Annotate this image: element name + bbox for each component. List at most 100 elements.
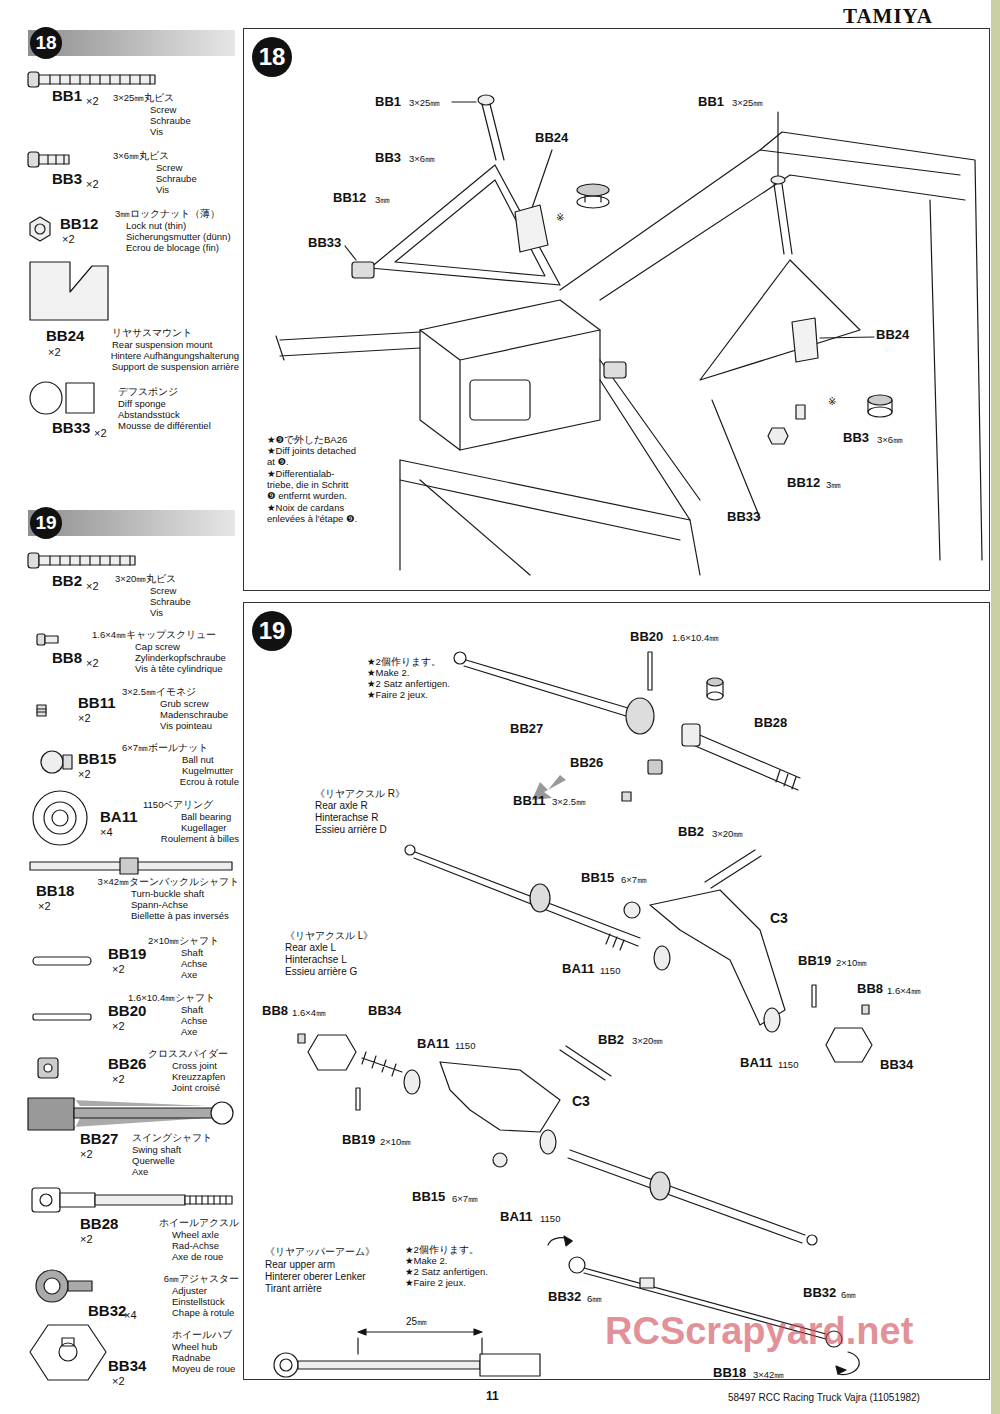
drawing-path <box>452 101 476 102</box>
drawing-rect <box>120 858 138 874</box>
part-code: BB28 <box>754 716 787 731</box>
part-code: BB20 <box>630 630 663 645</box>
drawing-rect <box>74 1108 214 1118</box>
drawing-path <box>37 709 46 712</box>
drawing-polygon <box>440 1062 560 1132</box>
part-note: Kugelmutter <box>182 766 233 777</box>
part-code: BB15 <box>78 751 116 768</box>
part-note: Radnabe <box>172 1353 211 1364</box>
part-note: Rear suspension mount <box>112 340 212 351</box>
drawing-path <box>420 330 600 450</box>
drawing-polygon <box>308 1035 356 1070</box>
drawing-ellipse <box>577 184 609 196</box>
drawing-rect <box>28 152 39 167</box>
part-note: Cross joint <box>172 1061 217 1072</box>
part-code: BB34 <box>368 1004 401 1019</box>
part-note: Achse <box>181 1016 207 1027</box>
drawing-rect <box>37 634 45 645</box>
part-note: Hinterachse R <box>315 812 378 823</box>
drawing-circle <box>274 1353 298 1377</box>
part-note: ×2 <box>86 580 99 592</box>
part-note: Essieu arrière G <box>285 966 357 977</box>
part-code: BB20 <box>108 1003 146 1020</box>
drawing-path <box>820 337 874 338</box>
drawing-polygon <box>30 262 108 320</box>
part-note: Screw <box>150 586 176 597</box>
drawing-circle <box>36 1270 68 1302</box>
part-note: 3×25㎜ <box>732 98 763 109</box>
part-note: Hinterachse L <box>285 954 347 965</box>
part-code: BB34 <box>108 1358 146 1375</box>
drawing-rect <box>33 1014 91 1020</box>
drawing-path <box>370 165 560 285</box>
brand-title: TAMIYA <box>843 4 933 29</box>
part-note: 2×10㎜ <box>836 958 867 969</box>
drawing-rect <box>32 1188 60 1212</box>
part-note: Support de suspension arrière <box>112 362 239 373</box>
drawing-rect <box>862 1005 869 1014</box>
part-note: Moyeu de roue <box>172 1364 235 1375</box>
part-code: BA11 <box>500 1210 533 1225</box>
part-note: ★Noix de cardans <box>267 503 344 514</box>
part-note: Hintere Aufhängungshalterung <box>111 351 239 362</box>
part-note: Axe <box>181 970 197 981</box>
part-note: Chape à rotule <box>172 1308 234 1319</box>
drawing-polygon <box>650 890 785 1025</box>
part-note: ×2 <box>38 900 51 912</box>
drawing-ellipse <box>530 884 550 912</box>
drawing-ellipse <box>868 407 892 417</box>
part-note: クロススパイダー <box>148 1049 228 1060</box>
drawing-path <box>420 300 600 450</box>
part-note: ×2 <box>112 1073 125 1085</box>
part-code: BB2 <box>52 573 82 590</box>
part-code: BB12 <box>787 476 820 491</box>
part-code: BB32 <box>803 1286 836 1301</box>
part-note: 1150ベアリング <box>143 800 213 811</box>
drawing-path <box>362 1052 402 1076</box>
part-code: BB8 <box>857 982 883 997</box>
part-note: Axe <box>181 1027 197 1038</box>
drawing-circle <box>624 902 640 918</box>
part-note: 6×7㎜ <box>452 1194 478 1205</box>
drawing-ellipse <box>654 946 670 970</box>
part-note: Kreuzzapfen <box>172 1072 225 1083</box>
part-note: ※ <box>556 212 564 223</box>
part-code: BB11 <box>78 695 116 712</box>
drawing-circle <box>211 1102 233 1124</box>
drawing-circle <box>280 1359 292 1371</box>
drawing-circle <box>35 224 45 234</box>
drawing-path <box>276 332 420 360</box>
part-note: 3×20㎜丸ビス <box>115 574 176 585</box>
drawing-ellipse <box>404 1070 420 1094</box>
part-note: Cap screw <box>135 642 180 653</box>
part-note: 《リヤアッパーアーム》 <box>265 1246 375 1257</box>
part-note: Shaft <box>181 948 203 959</box>
part-code: C3 <box>572 1094 590 1110</box>
part-note: ※ <box>828 396 836 407</box>
drawing-polygon <box>30 1325 106 1380</box>
drawing-rect <box>63 755 72 769</box>
drawing-ellipse <box>650 1172 670 1200</box>
part-note: at ❾. <box>267 457 289 468</box>
drawing-rect <box>480 1354 540 1376</box>
part-note: ★2 Satz anfertigen. <box>367 679 450 690</box>
drawing-rect <box>622 792 631 801</box>
part-code: BB32 <box>548 1290 581 1305</box>
drawing-circle <box>33 791 87 845</box>
part-note: ×2 <box>112 1020 125 1032</box>
part-note: 3×25㎜ <box>409 98 440 109</box>
part-note: ★2個作ります。 <box>405 1245 479 1256</box>
part-note: ×4 <box>100 826 113 838</box>
drawing-rect <box>60 1193 95 1207</box>
part-note: Mousse de différentiel <box>118 421 211 432</box>
drawing-circle <box>44 802 76 834</box>
part-note: Lock nut (thin) <box>126 221 186 232</box>
drawing-path <box>700 260 860 380</box>
drawing-circle <box>454 652 466 664</box>
drawing-rect <box>298 1361 480 1369</box>
part-note: ×2 <box>62 233 75 245</box>
part-note: ×2 <box>86 178 99 190</box>
part-code: BB19 <box>108 946 146 963</box>
part-note: 3×25㎜丸ビス <box>113 93 174 104</box>
